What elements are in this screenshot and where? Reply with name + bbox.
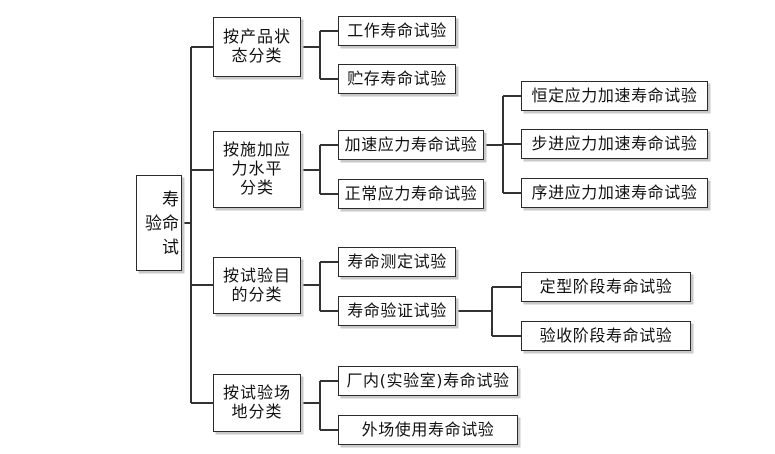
node-by-test-purpose[interactable]: 按试验目 的分类	[213, 257, 301, 314]
node-constant-stress-accelerated-life-test[interactable]: 恒定应力加速寿命试验	[521, 81, 708, 111]
node-indoor-lab-life-test[interactable]: 厂内(实验室)寿命试验	[338, 366, 518, 396]
node-acceptance-stage-life-test[interactable]: 验收阶段寿命试验	[521, 321, 691, 351]
node-working-life-test[interactable]: 工作寿命试验	[338, 16, 456, 46]
node-step-stress-accelerated-life-test[interactable]: 步进应力加速寿命试验	[521, 129, 708, 159]
node-root[interactable]: 寿命试验	[136, 175, 182, 271]
node-life-verification-test[interactable]: 寿命验证试验	[338, 296, 456, 326]
node-progressive-stress-accelerated-life-test[interactable]: 序进应力加速寿命试验	[521, 178, 708, 208]
node-by-test-venue[interactable]: 按试验场 地分类	[213, 374, 301, 432]
node-accelerated-stress-life-test[interactable]: 加速应力寿命试验	[338, 130, 484, 160]
node-normal-stress-life-test[interactable]: 正常应力寿命试验	[338, 179, 484, 209]
node-storage-life-test[interactable]: 贮存寿命试验	[338, 64, 456, 94]
node-field-use-life-test[interactable]: 外场使用寿命试验	[338, 415, 518, 445]
node-finalization-stage-life-test[interactable]: 定型阶段寿命试验	[521, 272, 691, 302]
node-life-measurement-test[interactable]: 寿命测定试验	[338, 247, 456, 277]
node-by-product-state[interactable]: 按产品状 态分类	[213, 17, 301, 77]
node-by-stress-level[interactable]: 按施加应 力水平 分类	[213, 131, 301, 208]
